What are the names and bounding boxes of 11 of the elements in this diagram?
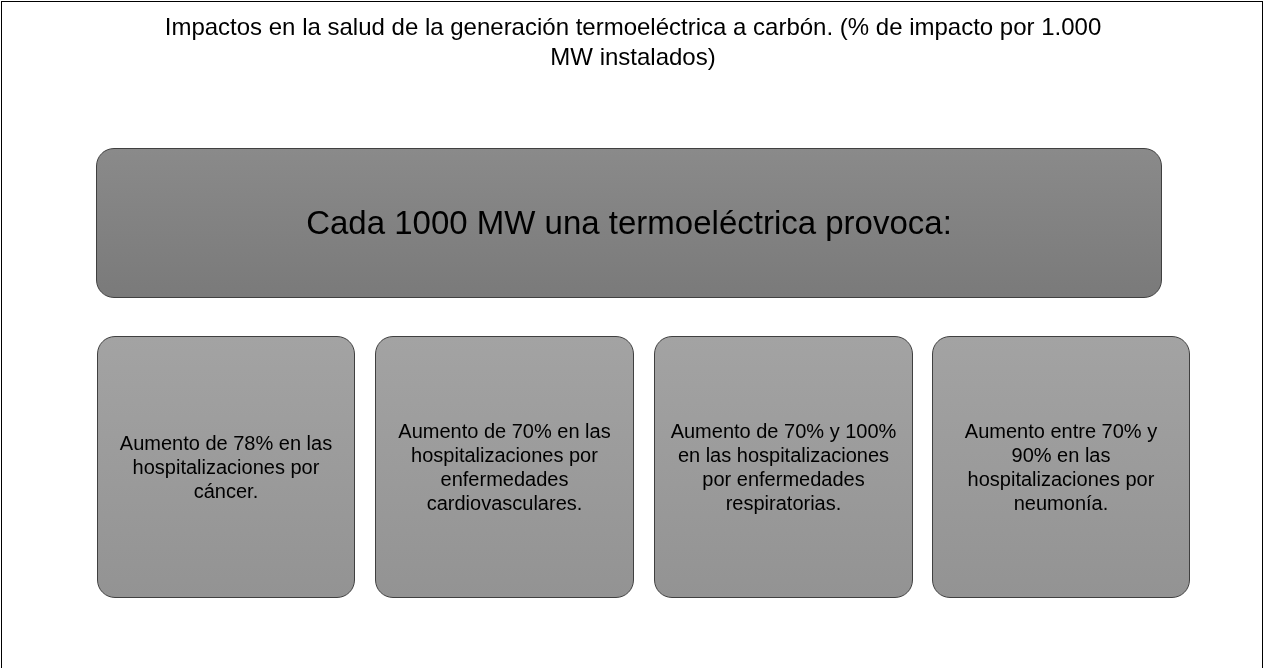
title: Impactos en la salud de la generación termoeléctrica a carbón. (% de impacto por 1.000 MW instalados) [163, 12, 1103, 72]
info-text: Aumento de 70% y 100% en las hospitalizaciones por enfermedades respiratorias. [669, 419, 898, 515]
info-text: Aumento entre 70% y 90% en las hospitalizaciones por neumonía. [963, 419, 1159, 515]
header-text: Cada 1000 MW una termoeléctrica provoca: [306, 204, 952, 242]
info-text: Aumento de 78% en las hospitalizaciones por cáncer. [118, 431, 334, 503]
header-box [96, 148, 1162, 298]
info-text: Aumento de 70% en las hospitalizaciones por enfermedades cardiovasculares. [397, 419, 612, 515]
info-box [932, 336, 1190, 598]
info-box [97, 336, 355, 598]
info-box [375, 336, 634, 598]
info-box [654, 336, 913, 598]
